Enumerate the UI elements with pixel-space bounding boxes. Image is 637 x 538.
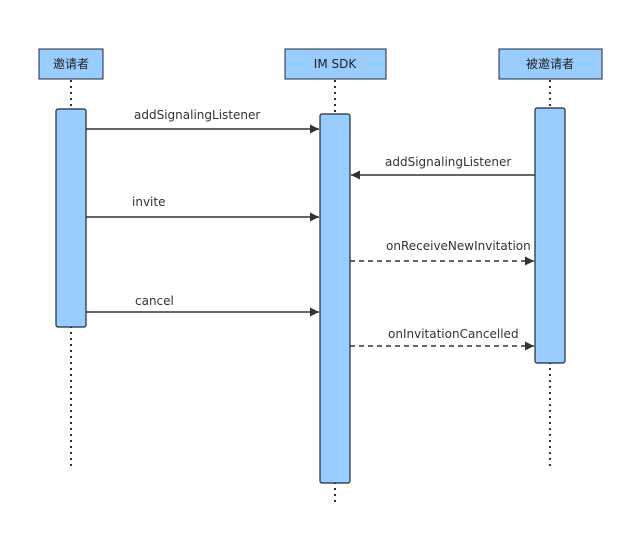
message-on-invitation-cancelled: onInvitationCancelled bbox=[350, 327, 534, 351]
message-label: addSignalingListener bbox=[385, 155, 511, 169]
actor-sdk: IM SDK bbox=[284, 48, 387, 80]
message-invite: invite bbox=[86, 195, 319, 222]
message-on-receive-new-invitation: onReceiveNewInvitation bbox=[350, 239, 534, 266]
actor-sdk-label: IM SDK bbox=[314, 57, 358, 71]
actor-inviter-label: 邀请者 bbox=[53, 56, 89, 71]
message-add-signaling-listener-invitee: addSignalingListener bbox=[351, 155, 535, 180]
message-label: addSignalingListener bbox=[134, 108, 260, 122]
message-add-signaling-listener-inviter: addSignalingListener bbox=[86, 108, 319, 134]
activation-invitee bbox=[534, 107, 566, 364]
actor-inviter: 邀请者 bbox=[38, 48, 104, 80]
actor-invitee-label: 被邀请者 bbox=[526, 56, 574, 71]
message-label: onReceiveNewInvitation bbox=[386, 239, 531, 253]
message-cancel: cancel bbox=[86, 294, 319, 317]
actor-invitee: 被邀请者 bbox=[498, 48, 603, 80]
message-label: cancel bbox=[135, 294, 174, 308]
message-label: onInvitationCancelled bbox=[388, 327, 519, 341]
activation-inviter bbox=[55, 108, 87, 328]
message-label: invite bbox=[132, 195, 165, 209]
activation-sdk bbox=[319, 113, 351, 484]
